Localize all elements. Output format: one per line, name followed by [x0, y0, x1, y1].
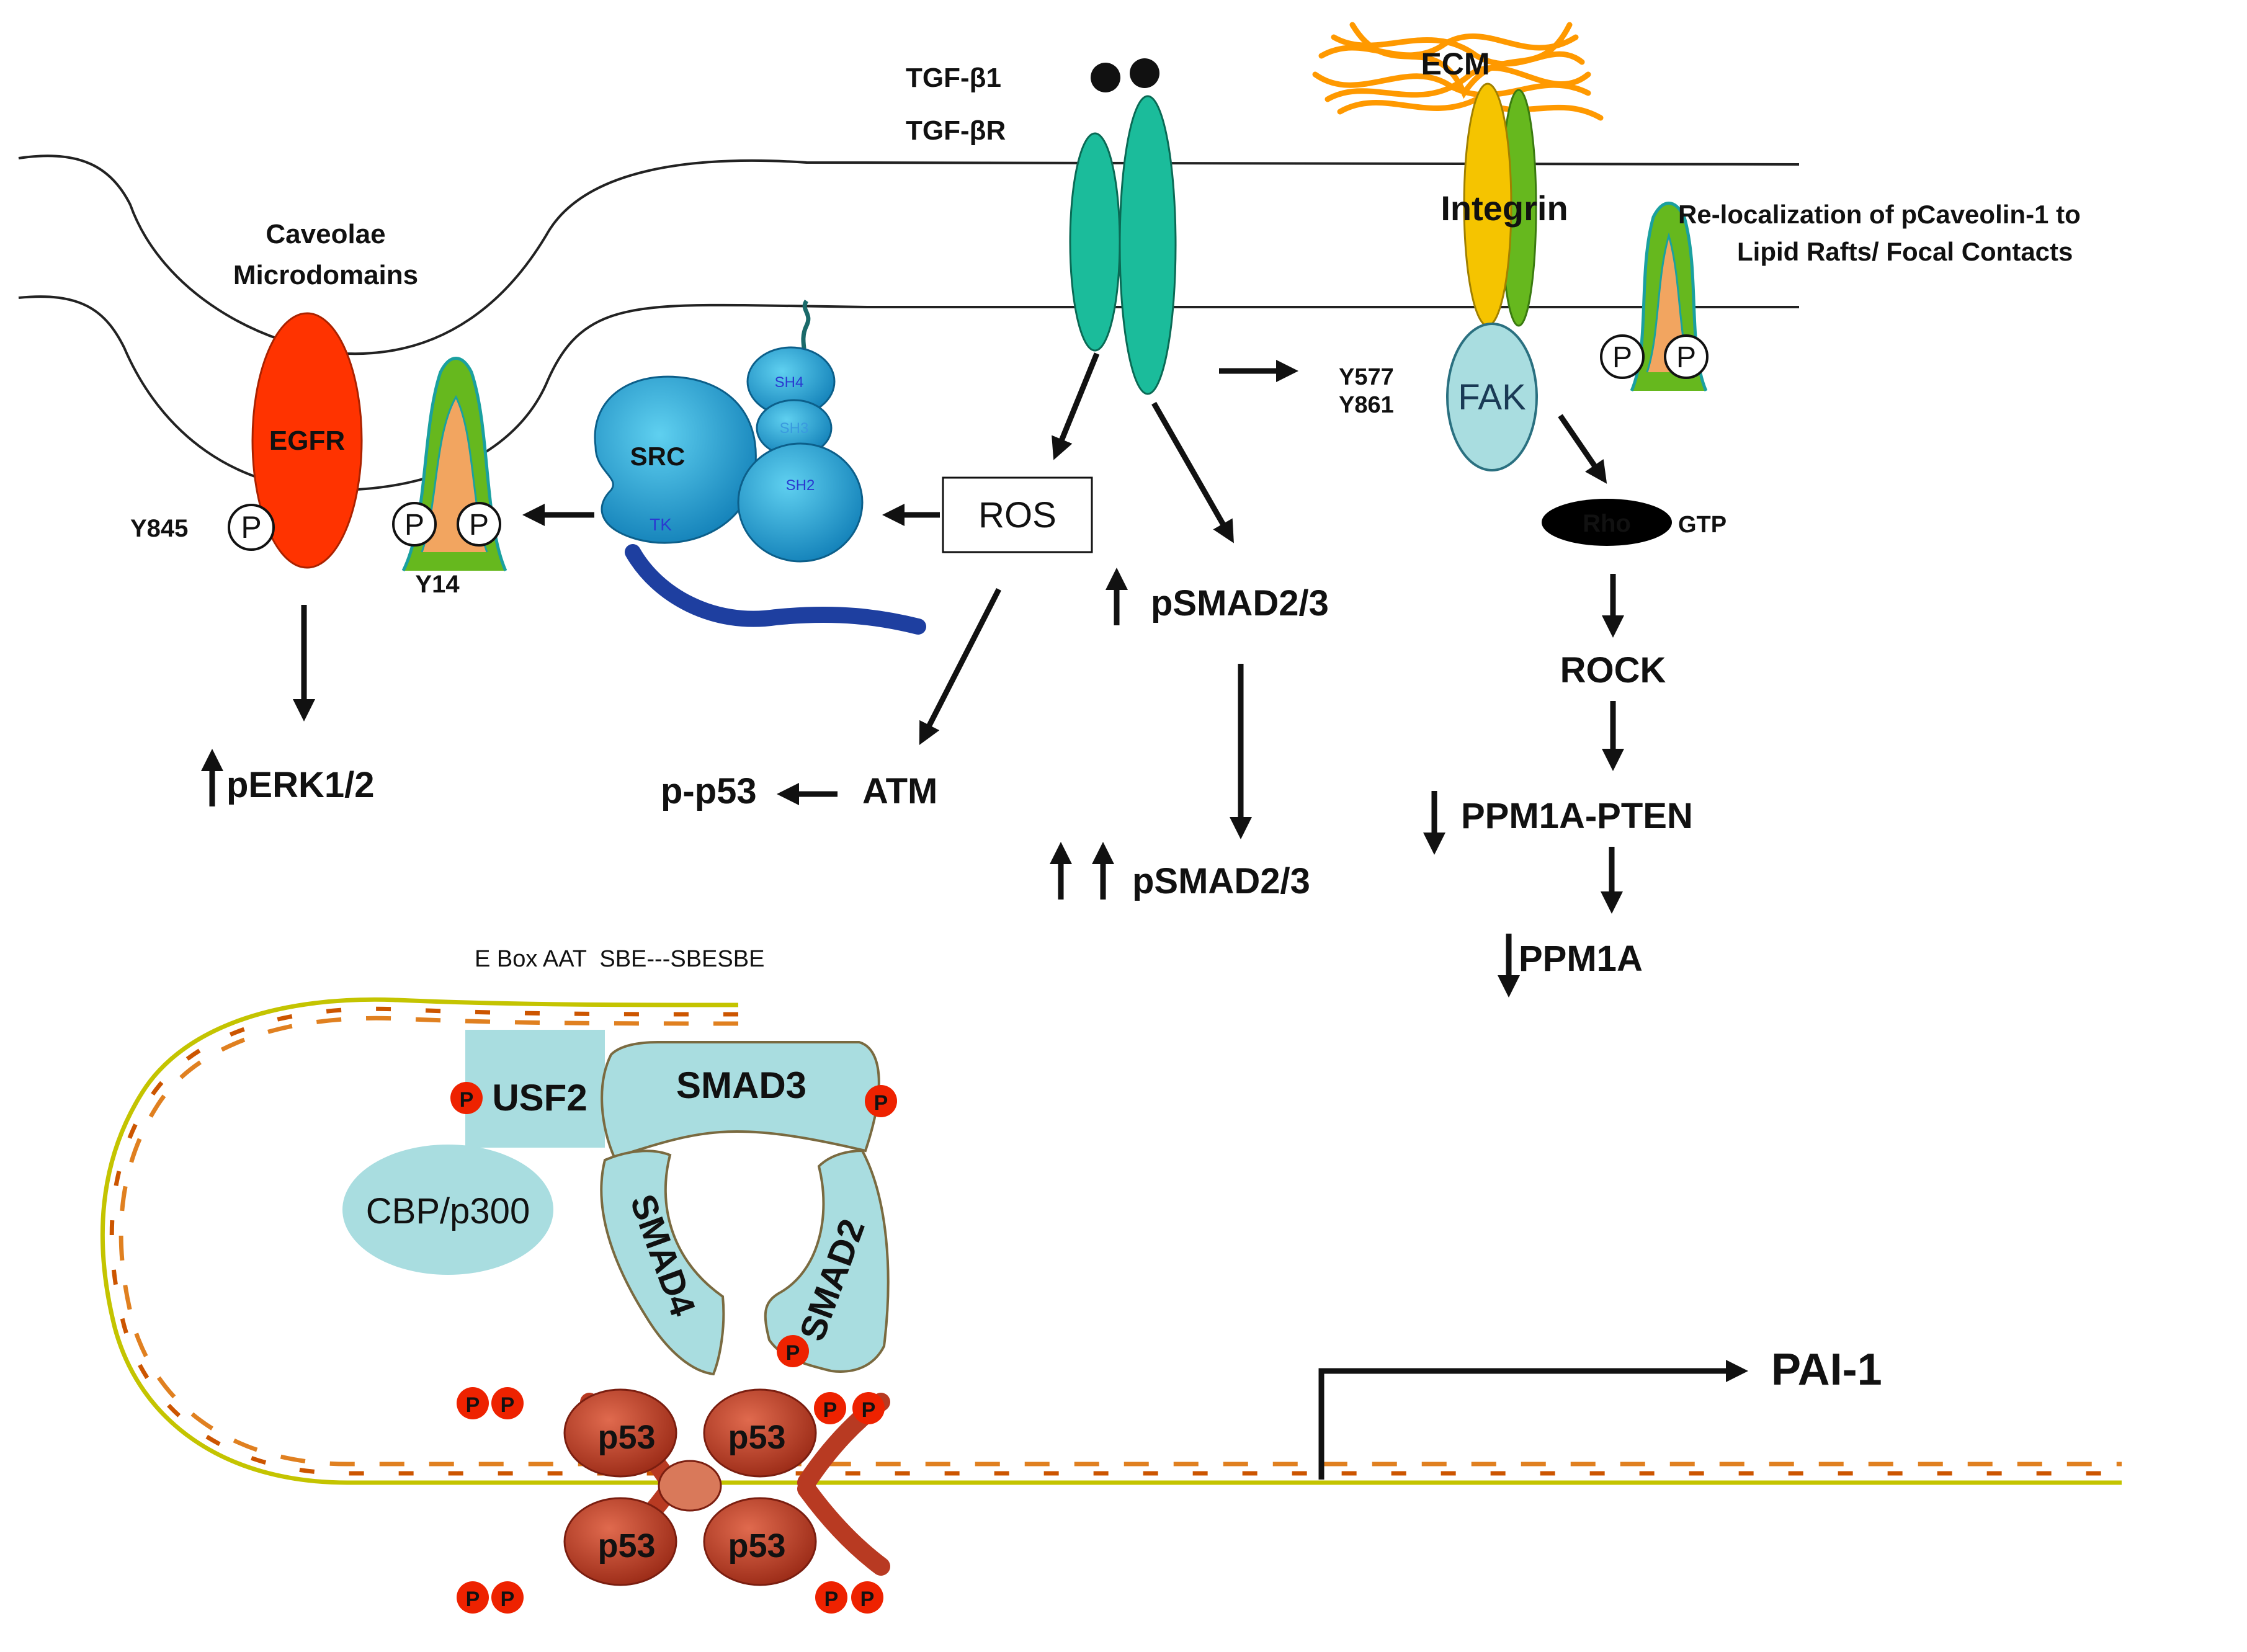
p53-label: p53: [597, 1527, 655, 1565]
smad2-phospho-site: P: [777, 1335, 809, 1367]
tgf-beta1-ligand: [1091, 63, 1120, 92]
caveolae-label-line2: Microdomains: [233, 260, 418, 290]
smad3-label: SMAD3: [676, 1065, 806, 1106]
p53-phospho-sites: P P P P P P P P: [457, 1387, 885, 1614]
phospho-caveolin-site: P: [1600, 334, 1645, 379]
ecm-label: ECM: [1421, 47, 1490, 81]
src-label: SRC: [630, 442, 686, 471]
tgf-beta-receptor: [1069, 58, 1177, 395]
tgf-beta1-ligand: [1130, 58, 1159, 88]
svg-text:P: P: [860, 1587, 875, 1611]
caveolin-phospho-site: P: [392, 502, 437, 547]
promoter-elements-label: E Box AAT SBE---SBESBE: [475, 946, 764, 972]
usf2: [465, 1030, 605, 1148]
fak-y861-label: Y861: [1339, 392, 1394, 418]
rock-label: ROCK: [1560, 650, 1666, 690]
src-sh3-label: SH3: [780, 420, 809, 437]
usf2-phospho-site: P: [450, 1082, 483, 1114]
smad-complex: [600, 1041, 890, 1376]
p53-subunit: [563, 1388, 677, 1478]
increase-arrows: [201, 568, 1128, 900]
y14-label: Y14: [415, 571, 460, 598]
smad3-phospho-site: P: [865, 1085, 897, 1117]
fak-label: FAK: [1458, 377, 1526, 417]
ecm-fibers: [1312, 22, 1604, 121]
src-sh4-label: SH4: [775, 374, 804, 391]
svg-text:P: P: [1676, 341, 1696, 374]
tgf-beta1-label: TGF-β1: [906, 63, 1001, 93]
tgf-beta-receptor-subunit-1: [1069, 132, 1121, 352]
relocalization-label-line1: Re-localization of pCaveolin-1 to: [1678, 200, 2081, 229]
p53-label: p53: [728, 1419, 785, 1456]
svg-text:P: P: [466, 1393, 480, 1417]
pathway-arrows: [293, 352, 1624, 914]
p53-label: p53: [597, 1419, 655, 1456]
dna-strands: [100, 997, 2122, 1485]
svg-text:P: P: [823, 1398, 838, 1422]
caveolin-phospho-site: P: [457, 502, 501, 547]
psmad-label-1: pSMAD2/3: [1151, 583, 1329, 623]
svg-text:P: P: [501, 1587, 515, 1611]
psmad-label-2: pSMAD2/3: [1132, 861, 1310, 901]
src-sh2-label: SH2: [786, 477, 815, 494]
smad4: [600, 1150, 725, 1376]
gtp-label: GTP: [1678, 512, 1727, 538]
transcription-start-arrow: [1318, 1360, 1748, 1480]
svg-text:P: P: [874, 1091, 888, 1115]
rho: [1542, 499, 1672, 546]
svg-text:P: P: [862, 1398, 876, 1422]
ppm1a-pten-label: PPM1A-PTEN: [1461, 796, 1693, 836]
tgf-beta-receptor-subunit-2: [1119, 95, 1177, 395]
svg-text:P: P: [786, 1341, 800, 1365]
p53-arm: [797, 1480, 890, 1576]
egfr: [251, 312, 363, 569]
p53-tetramerization-core: [658, 1460, 722, 1512]
relocalization-label-line2: Lipid Rafts/ Focal Contacts: [1737, 237, 2073, 266]
tgf-beta-r-label: TGF-βR: [906, 115, 1006, 146]
fak-y577-label: Y577: [1339, 364, 1394, 390]
decrease-arrows: [1423, 791, 1520, 998]
svg-text:P: P: [824, 1587, 839, 1611]
dna-strand-backbone: [118, 1016, 2122, 1467]
svg-text:P: P: [469, 509, 489, 542]
src-sh2-domain: [737, 442, 864, 563]
svg-text:P: P: [466, 1587, 480, 1611]
integrin-label: Integrin: [1441, 189, 1568, 228]
svg-text:P: P: [404, 509, 424, 542]
svg-text:P: P: [241, 510, 261, 545]
caveolae-label-line1: Caveolae: [266, 219, 385, 249]
atm-label: ATM: [862, 771, 937, 811]
egfr-label: EGFR: [269, 426, 345, 456]
ros-label: ROS: [978, 495, 1056, 535]
svg-text:P: P: [1612, 341, 1632, 374]
y845-label: Y845: [130, 515, 188, 542]
p53-subunit: [563, 1497, 677, 1586]
p53-subunit: [703, 1497, 817, 1586]
src-tk-label: TK: [650, 515, 672, 534]
svg-text:P: P: [501, 1393, 515, 1417]
cbp-p300: [342, 1145, 553, 1275]
fak: [1446, 323, 1538, 471]
dna-strand-bottom: [109, 1006, 2122, 1476]
pai-1-label: PAI-1: [1771, 1345, 1882, 1395]
ros-box: [942, 476, 1093, 553]
ppm1a-label: PPM1A: [1519, 939, 1643, 979]
p53-subunit: [703, 1388, 817, 1478]
p53-label: p53: [728, 1527, 785, 1565]
svg-text:P: P: [460, 1088, 474, 1112]
plasma-membrane: [18, 154, 1800, 492]
dna-strand-top: [100, 997, 2122, 1485]
phospho-caveolin-site: P: [1664, 334, 1709, 379]
egfr-phospho-site: P: [228, 504, 275, 551]
cbp-p300-label: CBP/p300: [366, 1191, 530, 1231]
perk-label: pERK1/2: [226, 765, 375, 805]
usf2-label: USF2: [492, 1077, 587, 1118]
rho-label: Rho: [1583, 510, 1631, 537]
src-kinase: [594, 300, 926, 635]
p-p53-label: p-p53: [661, 771, 757, 811]
